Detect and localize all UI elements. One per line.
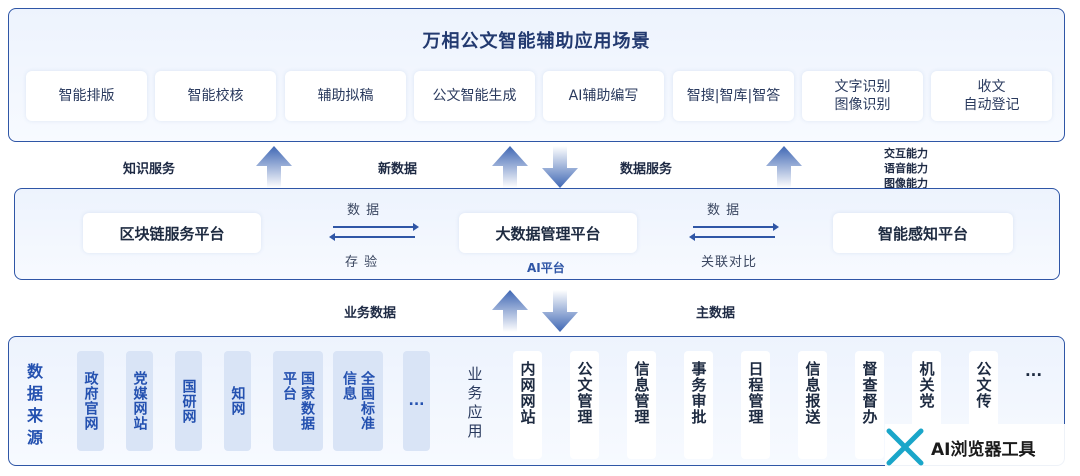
business-data-label: 业务数据 bbox=[344, 306, 397, 321]
source-national-data-platform[interactable]: 国家数据 平台 bbox=[273, 351, 323, 451]
data-source-title: 数据来源 bbox=[26, 362, 43, 447]
capability-label-interaction: 交互能力 bbox=[884, 147, 928, 160]
biz-label: 事务审批 bbox=[689, 361, 708, 425]
down-arrow-icon bbox=[542, 290, 578, 332]
biz-schedule[interactable]: 日程管理 bbox=[741, 351, 770, 459]
biz-intranet[interactable]: 内网网站 bbox=[513, 351, 542, 459]
capability-label-voice: 语音能力 bbox=[884, 162, 928, 175]
platform-layer-panel: 区块链服务平台 数 据 存 验 大数据管理平台 AI平台 数 据 关联对比 智能… bbox=[14, 188, 1060, 280]
up-arrow-icon bbox=[492, 146, 528, 188]
biz-label: 信息管理 bbox=[632, 361, 651, 425]
right-flow-top-label: 数 据 bbox=[707, 203, 741, 218]
blockchain-platform-box[interactable]: 区块链服务平台 bbox=[83, 213, 261, 253]
biz-label: 公文管理 bbox=[575, 361, 594, 425]
up-arrow-icon bbox=[492, 290, 528, 332]
scenario-auto-register[interactable]: 收文 自动登记 bbox=[931, 71, 1052, 121]
scenario-label: 文字识别 图像识别 bbox=[834, 79, 891, 113]
source-label: 国家数据 平台 bbox=[281, 371, 315, 431]
source-label: 政府官网 bbox=[82, 371, 99, 431]
business-apps-title: 业务应用 bbox=[467, 365, 483, 440]
source-party-media[interactable]: 党媒网站 bbox=[126, 351, 153, 451]
platform-label: 大数据管理平台 bbox=[495, 224, 601, 243]
biz-doc-management[interactable]: 公文管理 bbox=[570, 351, 599, 459]
new-data-label: 新数据 bbox=[378, 162, 418, 177]
scenarios-title: 万相公文智能辅助应用场景 bbox=[422, 31, 651, 52]
biz-more[interactable]: ... bbox=[1019, 351, 1048, 459]
scenario-smart-layout[interactable]: 智能排版 bbox=[26, 71, 147, 121]
scenario-smart-check[interactable]: 智能校核 bbox=[155, 71, 276, 121]
left-flow-top-label: 数 据 bbox=[347, 203, 381, 218]
source-national-standards[interactable]: 全国标准 信息 bbox=[333, 351, 383, 451]
source-label: 全国标准 信息 bbox=[341, 371, 375, 431]
knowledge-service-label: 知识服务 bbox=[123, 162, 176, 177]
up-arrow-icon bbox=[766, 146, 802, 188]
biz-info-management[interactable]: 信息管理 bbox=[627, 351, 656, 459]
source-label: 党媒网站 bbox=[131, 371, 148, 431]
biz-more-label: ... bbox=[1024, 362, 1043, 380]
ai-platform-label: AI平台 bbox=[527, 261, 565, 275]
source-drc-net[interactable]: 国研网 bbox=[175, 351, 202, 451]
biz-label: 信息报送 bbox=[803, 361, 822, 425]
source-more-label: ... bbox=[408, 393, 425, 409]
biz-label: 日程管理 bbox=[746, 361, 765, 425]
scenario-label: 辅助拟稿 bbox=[317, 88, 374, 104]
bidirectional-arrow-icon bbox=[689, 223, 779, 241]
biz-approval[interactable]: 事务审批 bbox=[684, 351, 713, 459]
up-arrow-icon bbox=[256, 146, 292, 188]
left-flow-bottom-label: 存 验 bbox=[345, 255, 379, 270]
watermark: AI浏览器工具 bbox=[885, 424, 1075, 470]
scenario-label: 智搜|智库|智答 bbox=[686, 88, 781, 104]
scenario-label: 收文 自动登记 bbox=[963, 79, 1020, 113]
biz-label: 内网网站 bbox=[518, 361, 537, 425]
watermark-text: AI浏览器工具 bbox=[931, 439, 1036, 460]
scenario-label: 智能校核 bbox=[187, 88, 244, 104]
biz-info-report[interactable]: 信息报送 bbox=[798, 351, 827, 459]
source-cnki[interactable]: 知网 bbox=[224, 351, 251, 451]
platform-label: 智能感知平台 bbox=[877, 224, 968, 243]
scenario-search-knowledge[interactable]: 智搜|智库|智答 bbox=[673, 71, 794, 121]
source-label: 国研网 bbox=[180, 378, 197, 424]
source-label: 知网 bbox=[229, 386, 246, 416]
biz-label: 机关党 bbox=[917, 361, 936, 409]
biz-label: 督查督办 bbox=[860, 361, 879, 425]
scenario-ai-writing[interactable]: AI辅助编写 bbox=[543, 71, 664, 121]
capability-label-image: 图像能力 bbox=[884, 177, 928, 190]
biz-label: 公文传 bbox=[974, 361, 993, 409]
master-data-label: 主数据 bbox=[696, 306, 736, 321]
right-flow-bottom-label: 关联对比 bbox=[701, 255, 758, 270]
scenario-label: AI辅助编写 bbox=[568, 88, 639, 104]
application-scenarios-panel: 万相公文智能辅助应用场景 智能排版 智能校核 辅助拟稿 公文智能生成 AI辅助编… bbox=[8, 8, 1065, 142]
big-data-platform-box[interactable]: 大数据管理平台 bbox=[459, 213, 637, 253]
platform-label: 区块链服务平台 bbox=[119, 224, 225, 243]
bidirectional-arrow-icon bbox=[329, 223, 419, 241]
scenario-draft-assist[interactable]: 辅助拟稿 bbox=[285, 71, 406, 121]
watermark-logo-icon bbox=[886, 428, 924, 466]
down-arrow-icon bbox=[542, 146, 578, 188]
source-gov-website[interactable]: 政府官网 bbox=[77, 351, 104, 451]
source-more[interactable]: ... bbox=[403, 351, 430, 451]
biz-supervision[interactable]: 督查督办 bbox=[855, 351, 884, 459]
scenario-label: 智能排版 bbox=[58, 88, 115, 104]
scenario-doc-generation[interactable]: 公文智能生成 bbox=[414, 71, 535, 121]
scenario-ocr-recognition[interactable]: 文字识别 图像识别 bbox=[802, 71, 923, 121]
perception-platform-box[interactable]: 智能感知平台 bbox=[833, 213, 1013, 253]
data-service-label: 数据服务 bbox=[620, 162, 673, 177]
scenario-label: 公文智能生成 bbox=[432, 88, 517, 104]
